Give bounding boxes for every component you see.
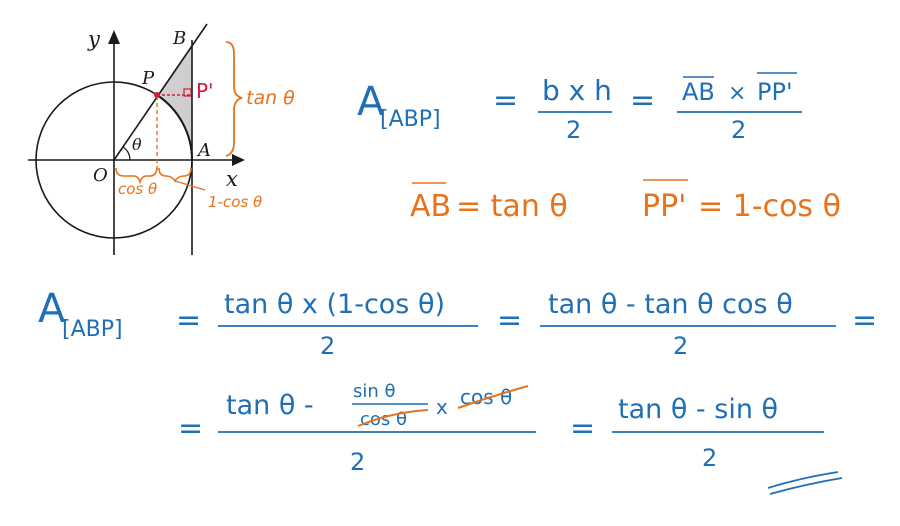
area-simplification: = tan θ - sin θ cos θ x cos θ 2 = tan θ … (178, 381, 843, 495)
y-axis-arrow (108, 30, 120, 44)
one-minus-cos-leader (174, 180, 206, 191)
equals-sign-6: = (178, 411, 203, 446)
denominator-1: 2 (566, 116, 581, 144)
denominator-5: 2 (350, 448, 365, 476)
point-p-dot (154, 92, 160, 98)
result-denominator: 2 (702, 444, 717, 472)
ray-ob (113, 23, 208, 161)
equals-sign-2: = (630, 83, 655, 118)
area-symbol-2: A (38, 286, 66, 332)
origin-label: O (93, 165, 108, 186)
result-numerator: tan θ - sin θ (618, 394, 778, 425)
one-minus-cos-label: 1-cos θ (208, 193, 262, 211)
cos-denominator: cos θ (360, 409, 407, 430)
numerator-4: tan θ - tan θ cos θ (548, 289, 793, 320)
times-sign: × (728, 81, 746, 106)
denominator-4: 2 (673, 332, 688, 360)
tan-brace (225, 41, 243, 157)
sin-numerator: sin θ (353, 381, 396, 402)
equals-sign-7: = (570, 411, 595, 446)
shaded-region (157, 44, 192, 160)
area-formula-general: A [ABP] = b x h 2 = AB × PP' 2 (357, 72, 802, 144)
area-subscript: [ABP] (380, 107, 441, 132)
base-times-height: b x h (542, 74, 612, 107)
segment-pp: PP' (757, 78, 793, 106)
area-substitution: A [ABP] = tan θ x (1-cos θ) 2 = tan θ - … (38, 286, 877, 360)
final-underline-2 (769, 477, 843, 495)
segment-ab: AB (682, 78, 715, 106)
point-p-label: P (141, 68, 155, 89)
times-sign-2: x (436, 395, 448, 419)
equals-sign-4: = (497, 303, 522, 338)
segment-lengths: AB = tan θ PP' = 1-cos θ (410, 179, 841, 224)
x-label: x (226, 167, 238, 191)
final-underline-1 (767, 471, 839, 489)
numerator-3: tan θ x (1-cos θ) (224, 289, 445, 320)
segment-ab-2: AB (410, 189, 451, 224)
right-angle-mark (183, 88, 192, 97)
point-p-prime-label: P' (196, 79, 214, 103)
unit-circle-diagram: y x O P A B θ P' tan θ cos θ 1-cos θ (28, 23, 295, 255)
cos-brace (115, 167, 158, 185)
denominator-2: 2 (731, 116, 746, 144)
y-label: y (87, 27, 101, 51)
pp-equals-one-minus-cos: = 1-cos θ (698, 189, 841, 224)
cancel-stroke-1 (357, 409, 429, 427)
arc-pa (156, 94, 193, 161)
x-axis-arrow (232, 154, 245, 166)
point-b-label: B (172, 28, 186, 49)
area-symbol: A (357, 79, 385, 125)
equals-sign: = (493, 83, 518, 118)
tan-minus: tan θ - (226, 390, 314, 421)
cos-label: cos θ (118, 180, 157, 198)
equals-sign-3: = (176, 303, 201, 338)
cancel-stroke-2 (457, 385, 529, 409)
angle-arc (122, 146, 131, 161)
area-subscript-2: [ABP] (62, 317, 123, 342)
tan-label: tan θ (246, 87, 295, 109)
angle-label: θ (132, 135, 142, 154)
denominator-3: 2 (320, 332, 335, 360)
equals-sign-5: = (852, 303, 877, 338)
point-a-label: A (196, 140, 211, 161)
one-minus-cos-brace (158, 167, 192, 183)
ab-equals-tan: = tan θ (456, 189, 568, 224)
segment-pp-2: PP' (642, 189, 686, 224)
